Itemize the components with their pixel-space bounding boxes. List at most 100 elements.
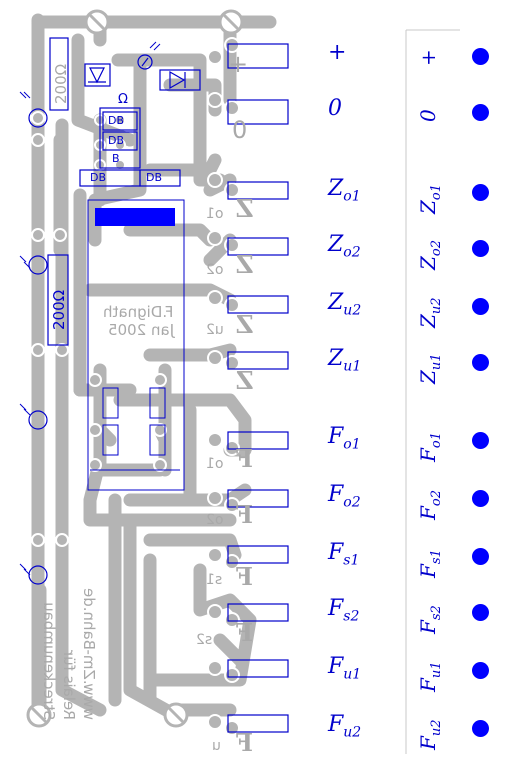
terminal-label-main: Z: [328, 232, 344, 257]
terminal-label-sub: o2: [343, 494, 361, 511]
silk-chip-mid: DB: [108, 134, 125, 147]
terminal-label-main: +: [328, 40, 347, 65]
terminal-label-main: Z: [328, 346, 344, 371]
terminal-label: Fo2: [328, 482, 361, 510]
terminal-label: 0: [328, 96, 342, 121]
mounting-holes: [26, 9, 244, 728]
terminal-dot: [472, 298, 489, 315]
strip-label: Fo1: [416, 432, 444, 462]
silk-pad-f2: F: [236, 500, 254, 529]
strip-label-main: F: [416, 564, 440, 578]
silk-pad-zero: 0: [232, 116, 248, 144]
strip-frame: [405, 29, 460, 754]
silk-credit-line3: www.Zm-Bahn.de: [80, 588, 98, 720]
strip-label: Fu1: [416, 661, 444, 692]
strip-label-sub: u2: [429, 719, 444, 737]
terminal-dot: [472, 48, 489, 65]
terminal-label-sub: u2: [343, 302, 362, 319]
terminal-dot: [472, 548, 489, 565]
terminal-label-main: F: [328, 712, 344, 737]
terminal-label-sub: o1: [343, 436, 361, 453]
terminal-label-main: F: [328, 596, 344, 621]
silk-ohm-small: Ω: [118, 92, 128, 107]
silk-chip-top: DB: [108, 114, 125, 127]
terminal-dot: [472, 184, 489, 201]
strip-label: Zu2: [416, 297, 444, 328]
strip-label-sub: s1: [429, 549, 444, 565]
terminal-label-main: 0: [328, 96, 342, 121]
strip-label: Zu1: [416, 353, 444, 384]
terminal-label: Zo1: [328, 176, 361, 204]
strip-label-sub: u1: [429, 661, 444, 679]
strip-label: 0: [416, 109, 440, 122]
relay-outline: [87, 199, 185, 491]
silk-pad-f3-sub: s1: [206, 572, 223, 588]
terminal-label-main: F: [328, 424, 344, 449]
strip-label: Fs1: [416, 549, 444, 578]
terminal-label-main: Z: [328, 176, 344, 201]
terminal-label-sub: u1: [343, 666, 362, 683]
silk-pad-f2-sub: o2: [206, 512, 224, 528]
strip-label-main: Z: [416, 314, 440, 328]
terminal-dot: [472, 662, 489, 679]
silk-diode-right: DB: [146, 171, 163, 184]
terminal-label: Fs2: [328, 596, 359, 624]
relay-bar: [95, 208, 175, 226]
terminal-label: +: [328, 40, 346, 65]
terminal-dot: [472, 354, 489, 371]
strip-label: Fs2: [416, 605, 444, 634]
terminal-label-main: F: [328, 482, 344, 507]
terminal-dot: [472, 432, 489, 449]
terminal-dot: [472, 720, 489, 737]
silk-resistor-top: 200Ω: [52, 63, 70, 104]
strip-label: Zo2: [416, 240, 444, 270]
led-marks: [19, 41, 161, 576]
silk-author: F.Dignath: [103, 303, 174, 321]
strip-label-main: F: [416, 506, 440, 520]
strip-label-sub: s2: [429, 605, 444, 621]
strip-label: +: [416, 49, 440, 66]
terminal-dot: [472, 240, 489, 257]
terminal-label: Zo2: [328, 232, 361, 260]
silk-pad-f1-sub: o1: [206, 456, 224, 472]
strip-label-sub: o2: [429, 239, 444, 257]
strip-label-main: +: [416, 49, 440, 66]
silk-pad-z3-sub: u2: [206, 322, 224, 338]
strip-label-sub: u1: [429, 353, 444, 371]
terminal-dot: [472, 604, 489, 621]
silk-pad-z1: Z: [236, 194, 254, 223]
silk-pad-f3: F: [236, 562, 254, 591]
terminal-label-sub: u2: [343, 724, 362, 741]
silk-pad-z4: Z: [236, 366, 254, 395]
strip-label-main: F: [416, 678, 440, 692]
strip-label-main: 0: [416, 109, 440, 122]
strip-label-sub: u2: [429, 297, 444, 315]
silk-date: Jan 2005: [108, 321, 175, 339]
terminal-label-sub: u1: [343, 358, 362, 375]
strip-label-sub: o2: [429, 490, 444, 507]
strip-label-sub: o1: [429, 183, 444, 201]
silk-pad-z2-sub: o2: [206, 262, 224, 278]
silk-pad-f6: F: [236, 728, 254, 757]
silk-resistor-left: 200Ω: [50, 289, 68, 330]
silk-diode-left: DB: [90, 171, 107, 184]
components: [28, 37, 201, 585]
terminal-label: Zu1: [328, 346, 361, 374]
silk-pad-z2: Z: [236, 250, 254, 279]
silk-credit-line1: Streckenumbau: [40, 602, 58, 720]
silk-credit-line2: Relais für: [60, 649, 78, 720]
terminal-label: Fo1: [328, 424, 361, 452]
terminal-label: Fs1: [328, 540, 359, 568]
terminal-dot: [472, 104, 489, 121]
silk-pad-f4: F: [236, 618, 254, 647]
terminal-label-sub: o2: [343, 244, 361, 261]
terminal-label-sub: s2: [343, 608, 360, 625]
silk-pad-z3: Z: [236, 310, 254, 339]
strip-label: Zo1: [416, 184, 444, 214]
terminal-label-main: F: [328, 540, 344, 565]
strip-label-main: Z: [416, 370, 440, 384]
silk-pad-f6-sub: u: [212, 738, 221, 754]
strip-label-sub: o1: [429, 432, 444, 449]
terminal-label: Zu2: [328, 290, 361, 318]
